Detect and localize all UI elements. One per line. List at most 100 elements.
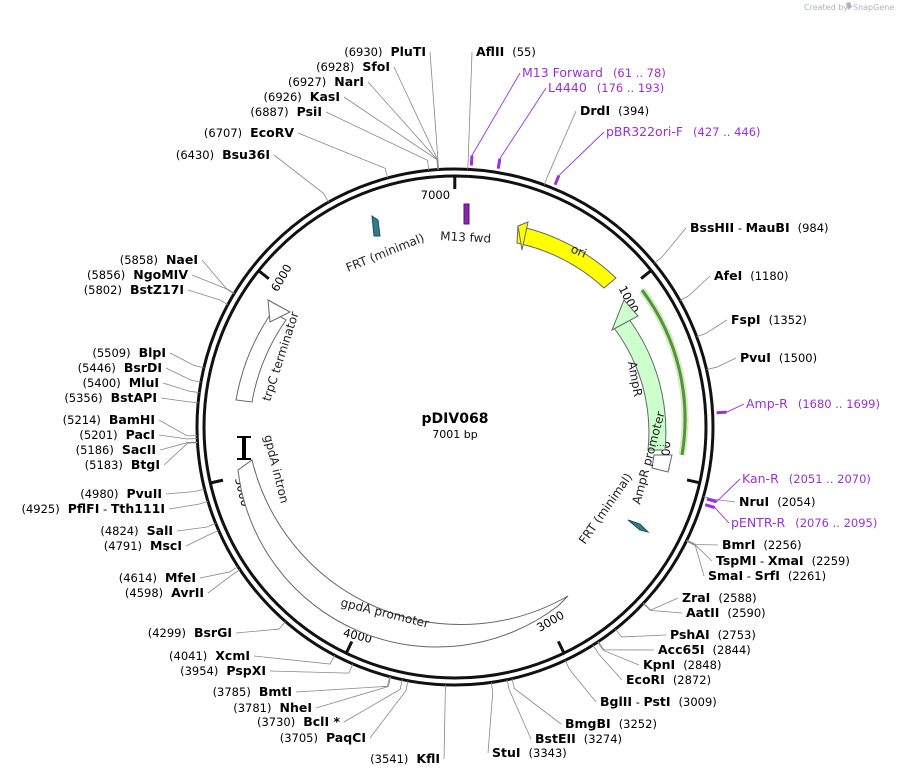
site-ngomiv[interactable]: (5856)NgoMIV <box>87 267 235 294</box>
site-bstz17i[interactable]: (5802)BstZ17I <box>84 282 229 305</box>
feature-ampr[interactable]: AmpR <box>611 299 667 451</box>
site-sali[interactable]: (4824)SalI <box>100 523 216 538</box>
site-kpni[interactable]: KpnI(2848) <box>597 641 722 672</box>
site-label: TspMI - XmaI(2259) <box>716 553 850 568</box>
site-nrui[interactable]: NruI(2054) <box>703 494 815 509</box>
site-mlui[interactable]: (5400)MluI <box>82 375 200 393</box>
feature-m13-fwd[interactable]: M13 fwd <box>440 203 492 246</box>
site-bsteii[interactable]: BstEII(3274) <box>506 679 622 746</box>
site-bmti[interactable]: (3785)BmtI <box>213 676 391 699</box>
site-tspmi[interactable]: TspMI - XmaI(2259) <box>686 540 850 568</box>
site-leader <box>165 488 205 495</box>
site-avrii[interactable]: (4598)AvrII <box>125 569 241 600</box>
site-bglii[interactable]: BglII - PstI(3009) <box>564 660 717 709</box>
site-pshai[interactable]: PshAI(2753) <box>615 627 756 642</box>
site-label: (4925)PflFI - Tth111I <box>22 501 166 516</box>
primer-ampr[interactable]: Amp-R(1680 .. 1699) <box>716 396 880 415</box>
site-paqci[interactable]: (3705)PaqCI <box>280 680 409 745</box>
primer-leader <box>714 507 730 524</box>
tick-1000 <box>640 269 653 280</box>
site-sfoi[interactable]: (6928)SfoI <box>316 59 439 170</box>
primer-pentrr[interactable]: pENTR-R(2076 .. 2095) <box>704 503 877 530</box>
site-nari[interactable]: (6927)NarI <box>288 74 439 170</box>
site-leader <box>315 676 392 709</box>
site-ecori[interactable]: EcoRI(2872) <box>592 644 711 687</box>
site-aflii[interactable]: AflII(55) <box>467 44 536 170</box>
feature-frt-minimal-1[interactable]: FRT (minimal) <box>344 214 426 275</box>
site-leader <box>511 678 562 725</box>
site-label: (6927)NarI <box>288 74 364 89</box>
site-bsrgi[interactable]: (4299)BsrGI <box>148 621 286 640</box>
site-pflfi[interactable]: (4925)PflFI - Tth111I <box>22 500 209 516</box>
site-leader <box>686 540 713 562</box>
site-label: BmrI(2256) <box>722 537 802 552</box>
site-kfli[interactable]: (3541)KflI <box>370 684 447 766</box>
site-leader <box>642 603 683 614</box>
site-naei[interactable]: (5858)NaeI <box>120 252 235 294</box>
tick-5000 <box>209 478 224 485</box>
feature-m13-fwd-label: M13 fwd <box>440 229 492 246</box>
site-pvuii[interactable]: (4980)PvuII <box>80 486 205 501</box>
site-bsu36i[interactable]: (6430)Bsu36I <box>176 147 329 203</box>
site-label: (6887)PsiI <box>250 104 322 119</box>
credit-text: Created by <box>804 3 848 12</box>
site-btgi[interactable]: (5183)BtgI <box>85 442 198 472</box>
site-label: (6926)KasI <box>264 89 340 104</box>
site-paci[interactable]: (5201)PacI <box>79 427 198 442</box>
site-bcli[interactable]: (3730)BclI * <box>257 679 403 729</box>
site-xcmi[interactable]: (4041)XcmI <box>169 648 336 665</box>
feature-m13-amp-strand: .... <box>639 287 689 456</box>
site-bamhi[interactable]: (5214)BamHI <box>63 412 198 437</box>
site-leader <box>199 566 239 579</box>
site-bsrdi[interactable]: (5446)BsrDI <box>78 360 202 383</box>
primer-kanr[interactable]: Kan-R(2051 .. 2070) <box>706 471 871 504</box>
primer-m13forward[interactable]: M13 Forward(61 .. 78) <box>469 65 666 166</box>
site-label: (3541)KflI <box>370 751 440 766</box>
feature-ori[interactable]: ori <box>516 221 617 289</box>
site-label: (4041)XcmI <box>169 648 250 663</box>
site-nhei[interactable]: (3781)NheI <box>233 676 392 715</box>
site-bmgbi[interactable]: BmgBI(3252) <box>511 678 657 731</box>
site-bsshii[interactable]: BssHII - MauBI(984) <box>654 220 829 264</box>
site-smai[interactable]: SmaI - SrfI(2261) <box>686 540 826 583</box>
site-leader <box>564 660 597 703</box>
site-aatii[interactable]: AatII(2590) <box>642 603 766 620</box>
site-msci[interactable]: (4791)MscI <box>104 530 219 553</box>
primer-leader <box>499 87 547 159</box>
site-leader <box>597 641 640 666</box>
site-drdi[interactable]: DrdI(394) <box>543 103 649 186</box>
site-leader <box>343 679 403 723</box>
feature-trpc-terminator[interactable]: trpC terminator <box>235 299 302 403</box>
site-bstapi[interactable]: (5356)BstAPI <box>64 390 199 405</box>
site-pluti[interactable]: (6930)PluTI <box>344 44 439 170</box>
site-label: SmaI - SrfI(2261) <box>708 568 826 583</box>
site-blpi[interactable]: (5509)BlpI <box>92 345 204 369</box>
site-label: StuI(3343) <box>492 745 567 760</box>
site-label: BssHII - MauBI(984) <box>690 220 829 235</box>
site-fspi[interactable]: FspI(1352) <box>696 312 807 338</box>
primer-pbr322orif[interactable]: pBR322ori-F(427 .. 446) <box>553 124 761 186</box>
site-psii[interactable]: (6887)PsiI <box>250 104 430 171</box>
snapgene-logo-icon <box>846 2 852 10</box>
primer-l4440[interactable]: L4440(176 .. 193) <box>496 80 664 169</box>
site-pvui[interactable]: PvuI(1500) <box>706 350 818 370</box>
site-stui[interactable]: StuI(3343) <box>487 682 567 760</box>
site-label: (3954)PspXI <box>180 663 266 678</box>
site-mfei[interactable]: (4614)MfeI <box>119 566 239 585</box>
site-ecorv[interactable]: (6707)EcoRV <box>204 125 389 179</box>
site-bmri[interactable]: BmrI(2256) <box>686 537 802 552</box>
site-leader <box>297 132 389 179</box>
site-afei[interactable]: AfeI(1180) <box>679 268 789 301</box>
site-pspxi[interactable]: (3954)PspXI <box>180 663 354 678</box>
site-label: FspI(1352) <box>731 312 807 327</box>
site-acc65i[interactable]: Acc65I(2844) <box>598 641 751 657</box>
site-sacii[interactable]: (5186)SacII <box>76 441 198 457</box>
site-leader <box>615 628 667 638</box>
site-leader <box>269 663 354 674</box>
plasmid-length: 7001 bp <box>432 428 477 441</box>
tick-label-6000: 6000 <box>268 262 295 294</box>
feature-gpda-promoter[interactable]: gpdA promoter <box>237 459 569 648</box>
primer-label: M13 Forward(61 .. 78) <box>522 65 666 80</box>
site-label: BmgBI(3252) <box>565 716 657 731</box>
